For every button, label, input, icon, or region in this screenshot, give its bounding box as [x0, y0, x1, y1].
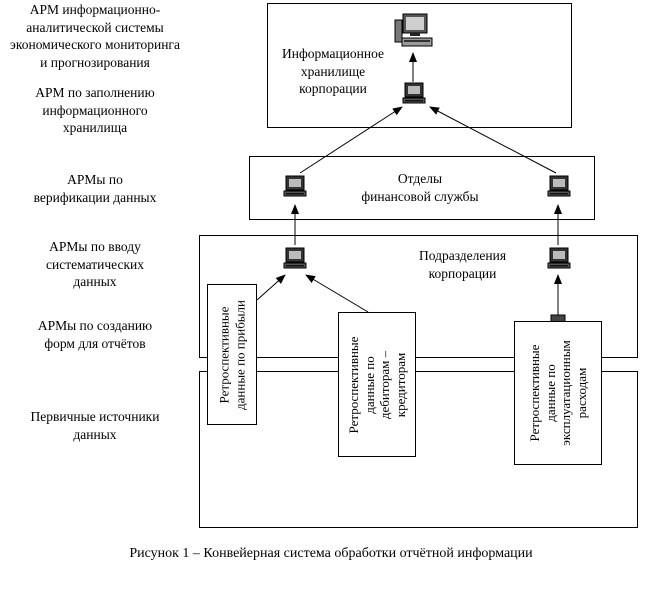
card-debtors-text: Ретроспективные данные по дебиторам – кр… — [346, 336, 408, 433]
arrow-finance-left-to-warehouse — [299, 106, 403, 174]
card-expenses-text: Ретроспективные данные по эксплуатационн… — [527, 340, 589, 446]
label-arms-input: АРМы по вводу систематических данных — [46, 239, 144, 289]
label-arm-analytics: АРМ информационно- аналитической системы… — [10, 2, 180, 70]
monitor-icon — [283, 247, 307, 269]
finance-label: Отделы финансовой службы — [361, 171, 479, 204]
card-profit: Ретроспективные данные по прибыли — [207, 284, 257, 425]
card-profit-text: Ретроспективные данные по прибыли — [216, 299, 248, 410]
divisions-box — [199, 235, 638, 358]
label-arms-forms: АРМы по созданию форм для отчётов — [37, 318, 153, 351]
arrow-finance-right-to-warehouse — [429, 106, 557, 174]
monitor-icon — [547, 175, 571, 197]
finance-box — [249, 156, 595, 220]
label-arm-fill: АРМ по заполнению информационного хранил… — [35, 85, 155, 135]
monitor-icon — [547, 247, 571, 269]
arrow-debtors-to-input — [305, 274, 369, 313]
monitor-icon — [402, 82, 426, 104]
arrow-profit-to-input — [256, 274, 286, 301]
card-debtors: Ретроспективные данные по дебиторам – кр… — [338, 312, 416, 457]
divisions-label: Подразделения корпорации — [418, 248, 507, 281]
label-arms-verify: АРМы по верификации данных — [33, 172, 157, 205]
label-sources: Первичные источники данных — [30, 409, 160, 442]
monitor-icon — [283, 175, 307, 197]
warehouse-label: Информационное хранилище корпорации — [281, 46, 384, 96]
card-expenses: Ретроспективные данные по эксплуатационн… — [514, 321, 602, 465]
monitor-icon — [550, 314, 566, 324]
computer-icon — [394, 13, 433, 47]
figure-caption: Рисунок 1 – Конвейерная система обработк… — [129, 546, 533, 561]
